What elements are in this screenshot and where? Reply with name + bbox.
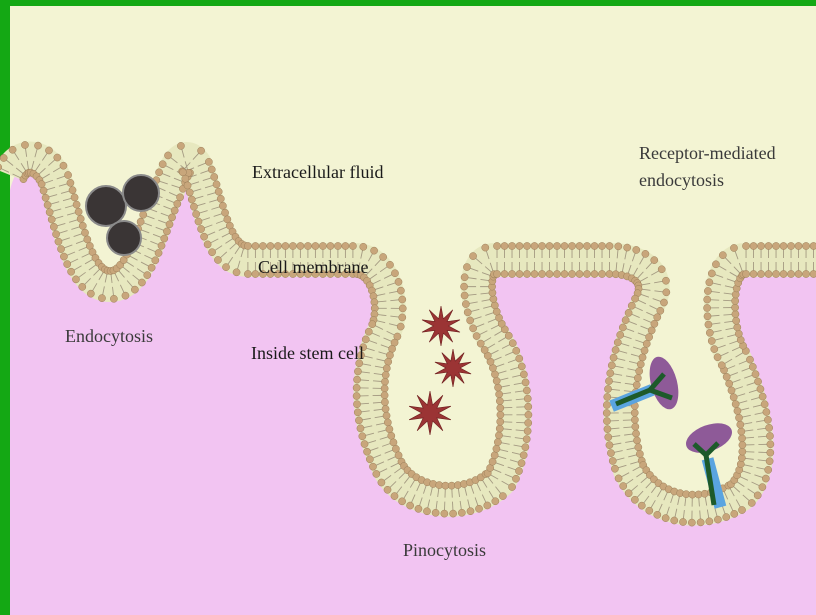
- particle-3: [107, 221, 141, 255]
- label-endocytosis: Endocytosis: [65, 326, 153, 346]
- label-extracellular-fluid: Extracellular fluid: [252, 162, 383, 182]
- label-receptor-mediated-2: endocytosis: [639, 170, 724, 190]
- particle-2: [123, 175, 159, 211]
- label-inside-stem-cell: Inside stem cell: [251, 343, 364, 363]
- particle-1: [86, 186, 126, 226]
- label-cell-membrane: Cell membrane: [258, 257, 368, 277]
- label-receptor-mediated-1: Receptor-mediated: [639, 143, 776, 163]
- label-pinocytosis: Pinocytosis: [403, 540, 486, 560]
